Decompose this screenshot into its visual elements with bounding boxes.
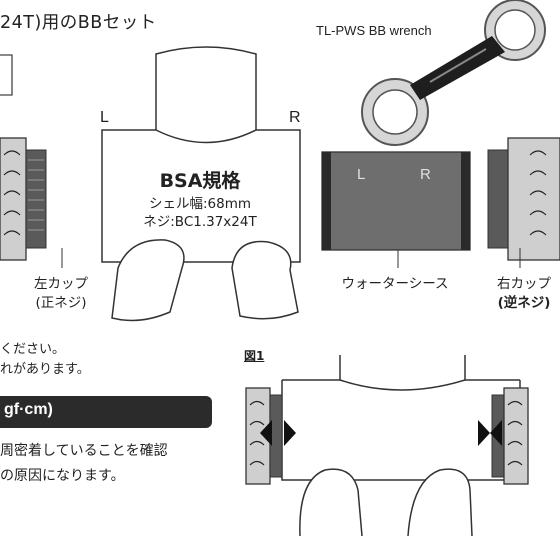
figure-1-illustration — [245, 355, 529, 536]
water-sleeve-illustration — [321, 151, 471, 268]
figure-label: 図1 — [244, 349, 265, 363]
bb-shell-outline — [101, 46, 301, 263]
right-arrow-marker — [478, 420, 490, 446]
left-cup-label: 左カップ — [34, 276, 88, 292]
sleeve-right-mark: R — [420, 166, 431, 183]
shell-right-mark: R — [289, 109, 301, 126]
torque-heading-bar — [0, 396, 212, 428]
left-cup-thread-label: (正ネジ) — [35, 295, 87, 311]
right-cup-thread-label: (逆ネジ) — [497, 295, 551, 311]
water-sleeve-label: ウォーターシース — [341, 276, 449, 292]
shell-left-mark: L — [100, 109, 109, 126]
bb-wrench-illustration — [361, 0, 546, 146]
left-arrow-marker — [260, 420, 272, 446]
left-cup-illustration — [0, 137, 63, 268]
wrench-label: TL-PWS BB wrench — [316, 23, 432, 38]
body-text-line-1: 周密着していることを確認 — [0, 443, 168, 459]
shell-width-label: シェル幅:68mm — [148, 196, 252, 212]
cropped-box — [0, 54, 13, 96]
right-cup-illustration — [487, 137, 560, 268]
page-title: 24T)用のBBセット — [0, 13, 157, 33]
note-line-1: ください。 — [0, 342, 66, 357]
body-text-line-2: の原因になります。 — [0, 468, 125, 484]
thread-spec-label: ネジ:BC1.37x24T — [143, 214, 257, 230]
right-cup-label: 右カップ — [497, 276, 551, 292]
chainstay-tubes — [111, 239, 299, 322]
torque-heading-text: gf·cm) — [4, 401, 53, 418]
sleeve-left-mark: L — [357, 166, 366, 183]
bsa-standard-label: BSA規格 — [159, 170, 241, 192]
note-line-2: れがあります。 — [0, 362, 90, 377]
